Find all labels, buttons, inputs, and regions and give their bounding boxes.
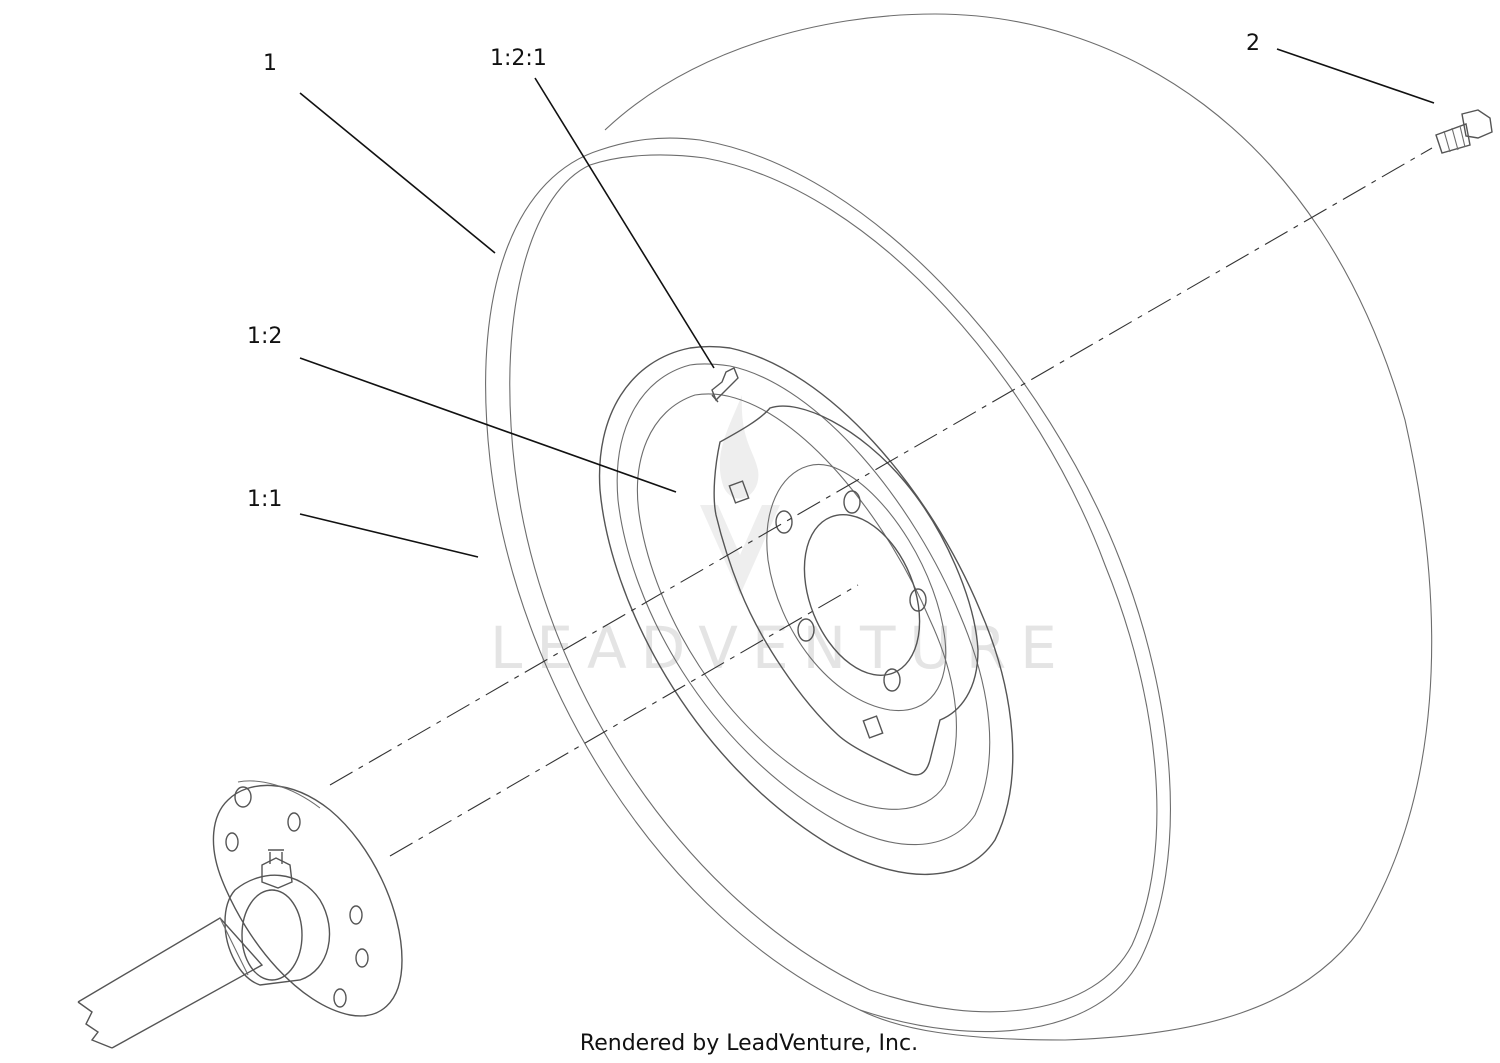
callout-2: 2: [1246, 31, 1260, 56]
callout-labels: 1 1:2:1 1:2 1:1 2: [247, 31, 1260, 512]
bolt: [1435, 109, 1493, 154]
leader-lines: [299, 48, 1435, 558]
watermark: LEADVENTURE: [490, 395, 1071, 682]
footer-credit: Rendered by LeadVenture, Inc.: [580, 1031, 918, 1056]
callout-1: 1: [263, 51, 277, 76]
leader-2: [1276, 48, 1435, 104]
tire: [485, 13, 1433, 1041]
watermark-text: LEADVENTURE: [490, 614, 1071, 682]
leader-1-1: [299, 513, 479, 558]
callout-1-2: 1:2: [247, 324, 282, 349]
centerlines: [329, 147, 1433, 857]
callout-1-1: 1:1: [247, 487, 282, 512]
leader-1: [299, 92, 496, 254]
hub-assembly: [77, 780, 403, 1049]
leader-1-2: [299, 357, 677, 493]
callout-1-2-1: 1:2:1: [490, 46, 547, 71]
leader-1-2-1: [534, 77, 715, 369]
